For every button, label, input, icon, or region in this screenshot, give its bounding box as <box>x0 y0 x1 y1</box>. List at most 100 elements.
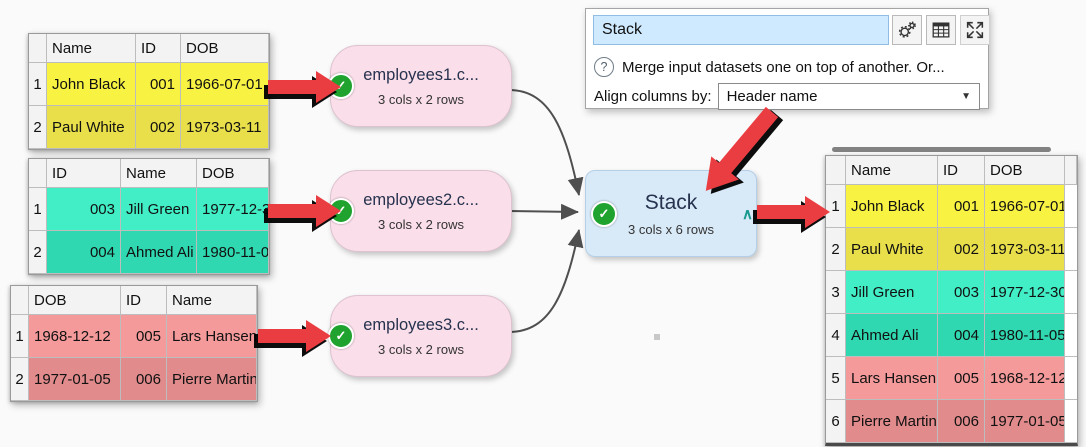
node-dimensions: 3 cols x 2 rows <box>378 91 464 107</box>
cell[interactable]: 004 <box>938 314 985 357</box>
header-row: Name ID DOB <box>29 34 269 63</box>
cell[interactable]: 1977-12-30 <box>985 271 1065 314</box>
corner-cell[interactable] <box>826 156 846 185</box>
align-columns-row: Align columns by: Header name ▼ <box>594 83 980 110</box>
row-number[interactable]: 4 <box>826 314 846 357</box>
connector-input2-to-stack <box>508 203 579 220</box>
column-header[interactable]: ID <box>47 159 121 188</box>
cell[interactable]: 1966-07-01 <box>985 185 1065 228</box>
column-header[interactable]: Name <box>846 156 938 185</box>
node-employees3[interactable]: ✓ employees3.c... 3 cols x 2 rows <box>328 295 512 377</box>
row-number[interactable]: 1 <box>29 188 47 231</box>
cell[interactable]: 1966-07-01 <box>181 63 269 106</box>
red-arrow-table3-to-node3 <box>258 320 331 352</box>
row-number[interactable]: 2 <box>11 358 29 401</box>
cell[interactable]: 1973-03-11 <box>181 106 269 149</box>
cell[interactable]: John Black <box>47 63 136 106</box>
gutter-cell <box>1065 271 1077 314</box>
column-header[interactable]: Name <box>167 286 257 315</box>
view-data-table-button[interactable] <box>926 15 956 45</box>
cell[interactable]: Ahmed Ali <box>846 314 938 357</box>
row-number[interactable]: 2 <box>29 231 47 274</box>
table-grid-icon <box>932 22 950 38</box>
cell[interactable]: Pierre Martin <box>167 358 257 401</box>
column-header[interactable]: ID <box>136 34 181 63</box>
table-row: 2 Paul White 002 1973-03-11 <box>826 228 1077 271</box>
node-employees1[interactable]: ✓ employees1.c... 3 cols x 2 rows <box>328 45 512 127</box>
node-dimensions: 3 cols x 2 rows <box>378 216 464 232</box>
table-row: 6 Pierre Martin 006 1977-01-05 <box>826 400 1077 443</box>
table-row: 3 Jill Green 003 1977-12-30 <box>826 271 1077 314</box>
corner-cell[interactable] <box>11 286 29 315</box>
row-number[interactable]: 3 <box>826 271 846 314</box>
cell[interactable]: Ahmed Ali <box>121 231 197 274</box>
column-header[interactable]: DOB <box>985 156 1065 185</box>
cell[interactable]: 006 <box>938 400 985 443</box>
header-row: DOB ID Name <box>11 286 257 315</box>
input-table-2: ID Name DOB 1 003 Jill Green 1977-12-30 … <box>28 158 270 275</box>
row-number[interactable]: 1 <box>29 63 47 106</box>
gutter-cell <box>1065 185 1077 228</box>
cell[interactable]: 1977-01-05 <box>985 400 1065 443</box>
expand-panel-button[interactable] <box>960 15 990 45</box>
row-number[interactable]: 1 <box>11 315 29 358</box>
row-number[interactable]: 6 <box>826 400 846 443</box>
cell[interactable]: Paul White <box>846 228 938 271</box>
transform-description-row: ? Merge input datasets one on top of ano… <box>594 57 980 77</box>
settings-gears-button[interactable] <box>892 15 922 45</box>
row-number[interactable]: 2 <box>29 106 47 149</box>
column-header[interactable]: Name <box>47 34 136 63</box>
cell[interactable]: 1973-03-11 <box>985 228 1065 271</box>
row-number[interactable]: 1 <box>826 185 846 228</box>
node-title: employees2.c... <box>363 190 479 209</box>
cell[interactable]: 1968-12-12 <box>29 315 121 358</box>
cell[interactable]: Lars Hansen <box>167 315 257 358</box>
header-row: ID Name DOB <box>29 159 269 188</box>
cell[interactable]: 001 <box>938 185 985 228</box>
cell[interactable]: 005 <box>121 315 167 358</box>
cell[interactable]: 001 <box>136 63 181 106</box>
cell[interactable]: 006 <box>121 358 167 401</box>
cell[interactable]: 1977-01-05 <box>29 358 121 401</box>
cell[interactable]: 003 <box>47 188 121 231</box>
transform-name-input[interactable] <box>593 15 889 45</box>
column-header[interactable]: Name <box>121 159 197 188</box>
node-employees2[interactable]: ✓ employees2.c... 3 cols x 2 rows <box>328 170 512 252</box>
cell[interactable]: 004 <box>47 231 121 274</box>
cell[interactable]: John Black <box>846 185 938 228</box>
cell[interactable]: 1977-12-30 <box>197 188 269 231</box>
cell[interactable]: Paul White <box>47 106 136 149</box>
help-icon[interactable]: ? <box>594 57 614 77</box>
cell[interactable]: 003 <box>938 271 985 314</box>
corner-cell[interactable] <box>29 159 47 188</box>
cell[interactable]: 002 <box>136 106 181 149</box>
table-row: 1 1968-12-12 005 Lars Hansen <box>11 315 257 358</box>
table-row: 1 003 Jill Green 1977-12-30 <box>29 188 269 231</box>
cell[interactable]: 1968-12-12 <box>985 357 1065 400</box>
column-header[interactable]: DOB <box>181 34 269 63</box>
column-header[interactable]: ID <box>121 286 167 315</box>
row-number[interactable]: 2 <box>826 228 846 271</box>
connector-input3-to-stack <box>508 229 584 333</box>
row-number[interactable]: 5 <box>826 357 846 400</box>
gutter-cell <box>1065 314 1077 357</box>
column-header[interactable]: DOB <box>29 286 121 315</box>
table-row: 2 004 Ahmed Ali 1980-11-05 <box>29 231 269 274</box>
cell[interactable]: Jill Green <box>846 271 938 314</box>
node-dimensions: 3 cols x 2 rows <box>378 341 464 357</box>
cell[interactable]: Jill Green <box>121 188 197 231</box>
column-header[interactable]: ID <box>938 156 985 185</box>
cell[interactable]: 1980-11-05 <box>197 231 269 274</box>
cell[interactable]: 005 <box>938 357 985 400</box>
column-header[interactable]: DOB <box>197 159 269 188</box>
node-title: employees1.c... <box>363 65 479 84</box>
cell[interactable]: Pierre Martin <box>846 400 938 443</box>
align-columns-dropdown[interactable]: Header name ▼ <box>717 83 980 110</box>
node-stack[interactable]: ✓ Stack 3 cols x 6 rows ∧ <box>585 170 757 257</box>
corner-cell[interactable] <box>29 34 47 63</box>
cell[interactable]: Lars Hansen <box>846 357 938 400</box>
align-columns-label: Align columns by: <box>594 88 712 105</box>
green-check-icon: ✓ <box>591 200 617 227</box>
cell[interactable]: 1980-11-05 <box>985 314 1065 357</box>
cell[interactable]: 002 <box>938 228 985 271</box>
